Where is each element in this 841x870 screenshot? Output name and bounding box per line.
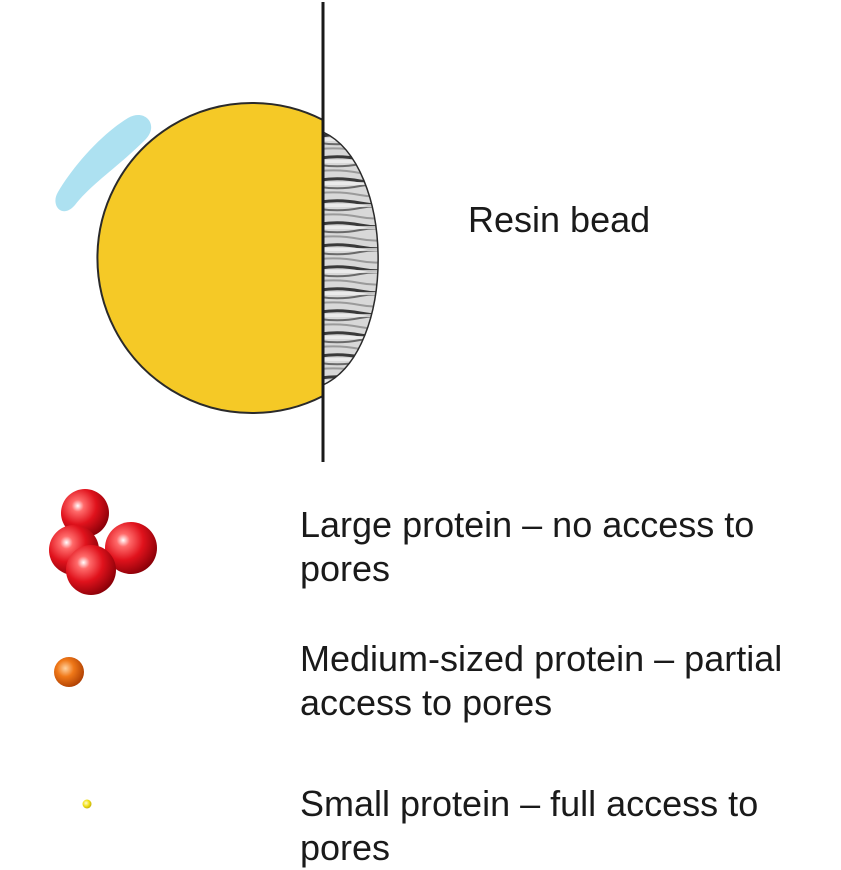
large-protein-icon xyxy=(49,489,157,595)
medium-protein-icon xyxy=(54,657,84,687)
bead-pore-interior xyxy=(323,132,378,385)
small-protein-icon xyxy=(83,800,92,809)
large-protein-label: Large protein – no access to pores xyxy=(300,503,800,591)
medium-protein-label: Medium-sized protein – partial access to… xyxy=(300,637,840,725)
resin-bead xyxy=(55,103,378,413)
resin-bead-label: Resin bead xyxy=(468,198,650,242)
small-protein-label: Small protein – full access to pores xyxy=(300,782,820,870)
